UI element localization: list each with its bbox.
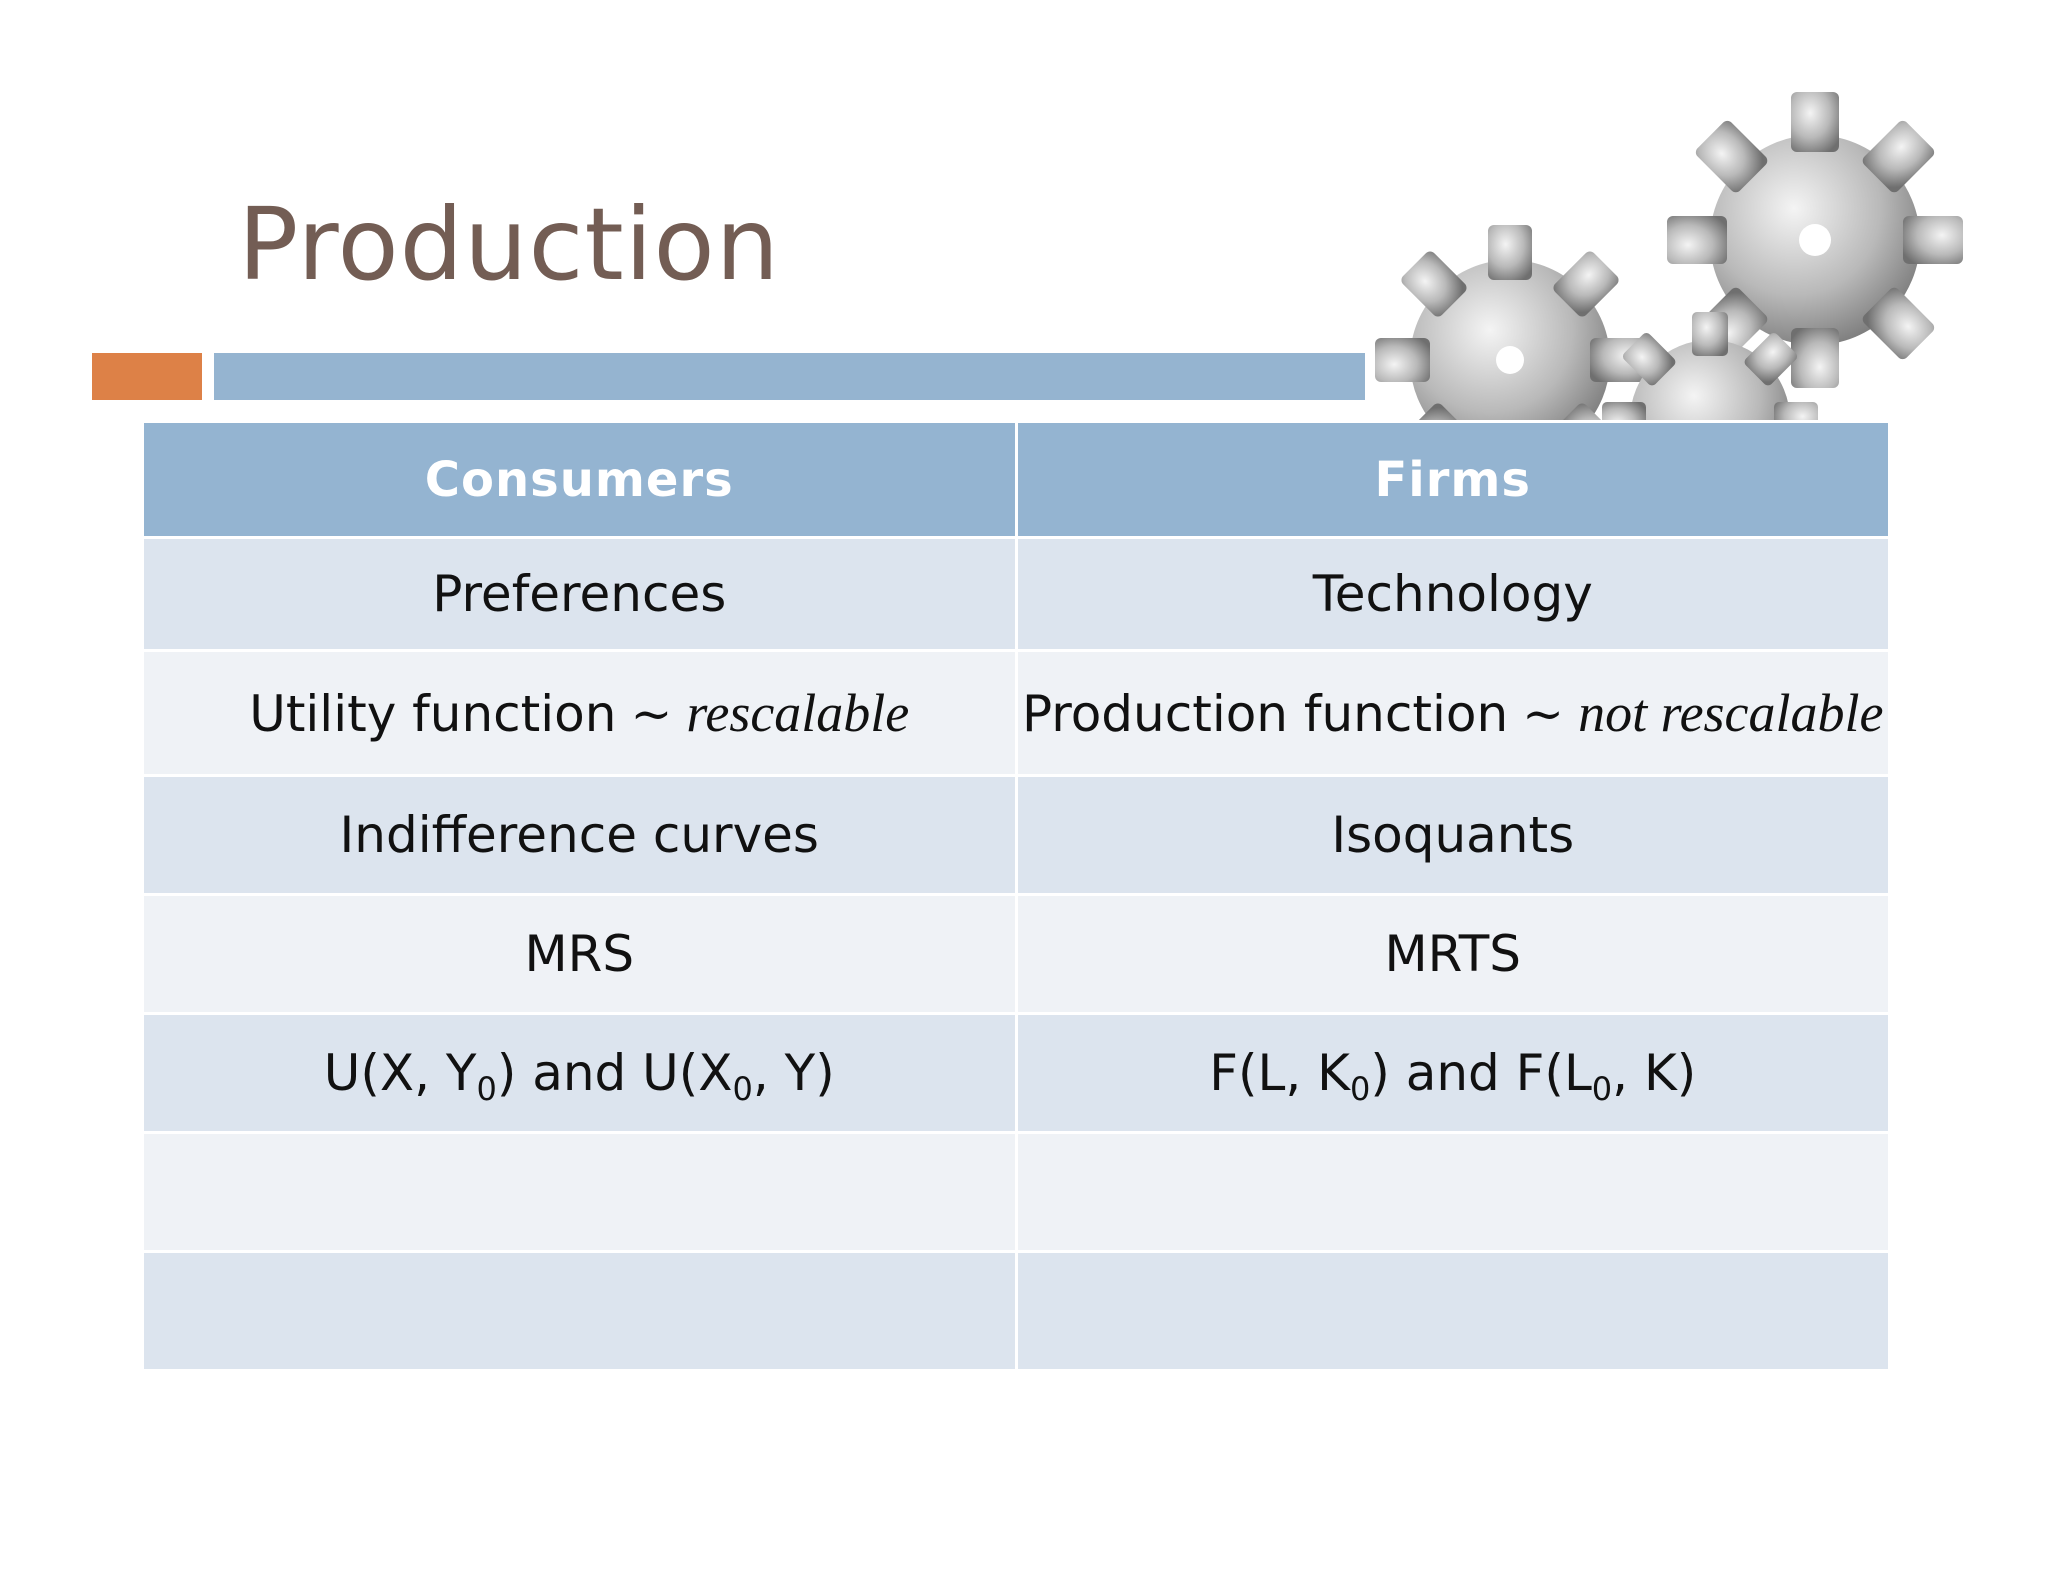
table-row — [141, 1250, 1891, 1372]
cell-preferences: Preferences — [141, 536, 1018, 652]
rescalable-qualifier: rescalable — [686, 683, 910, 743]
cell-indifference-curves: Indifference curves — [141, 774, 1018, 896]
expr-part: , Y) — [752, 1044, 835, 1102]
expr-subscript: 0 — [1349, 1070, 1371, 1108]
cell-utility-partials: U(X, Y0) and U(X0, Y) — [141, 1012, 1018, 1134]
expr-subscript: 0 — [732, 1070, 753, 1108]
table-row: MRS MRTS — [141, 893, 1891, 1015]
tilde-symbol: ~ — [1522, 685, 1565, 743]
expr-subscript: 0 — [1591, 1070, 1613, 1108]
expr-part: ) and F(L — [1370, 1044, 1592, 1102]
cell-production-partials: F(L, K0) and F(L0, K) — [1014, 1012, 1891, 1134]
expr-subscript: 0 — [476, 1070, 497, 1108]
header-consumers: Consumers — [141, 420, 1018, 539]
expr-part: ) and U(X — [496, 1044, 733, 1102]
accent-bar-blue — [214, 353, 1365, 400]
cell-mrts: MRTS — [1014, 893, 1891, 1015]
expr-part: U(X, Y — [323, 1044, 477, 1102]
accent-bar-orange — [92, 353, 202, 400]
not-rescalable-qualifier: not rescalable — [1578, 683, 1884, 743]
table-row: Indifference curves Isoquants — [141, 774, 1891, 896]
comparison-table: Consumers Firms Preferences Technology U… — [141, 420, 1891, 1372]
expr-part: , K) — [1612, 1044, 1697, 1102]
table-row: Utility function~rescalable Production f… — [141, 649, 1891, 777]
tilde-symbol: ~ — [630, 685, 673, 743]
table-header-row: Consumers Firms — [141, 420, 1891, 539]
cell-production-function: Production function~not rescalable — [1014, 649, 1891, 777]
cell-technology: Technology — [1014, 536, 1891, 652]
table-row: Preferences Technology — [141, 536, 1891, 652]
cell-empty — [141, 1250, 1018, 1372]
slide-title: Production — [238, 186, 781, 303]
cell-mrs: MRS — [141, 893, 1018, 1015]
header-firms: Firms — [1014, 420, 1891, 539]
cell-empty — [1014, 1131, 1891, 1253]
cell-isoquants: Isoquants — [1014, 774, 1891, 896]
table-row — [141, 1131, 1891, 1253]
cell-utility-function: Utility function~rescalable — [141, 649, 1018, 777]
cell-empty — [141, 1131, 1018, 1253]
utility-function-label: Utility function — [249, 685, 617, 743]
gears-icon — [1375, 92, 1963, 420]
cell-empty — [1014, 1250, 1891, 1372]
expr-part: F(L, K — [1209, 1044, 1350, 1102]
production-function-label: Production function — [1021, 685, 1509, 743]
table-row: U(X, Y0) and U(X0, Y) F(L, K0) and F(L0,… — [141, 1012, 1891, 1134]
